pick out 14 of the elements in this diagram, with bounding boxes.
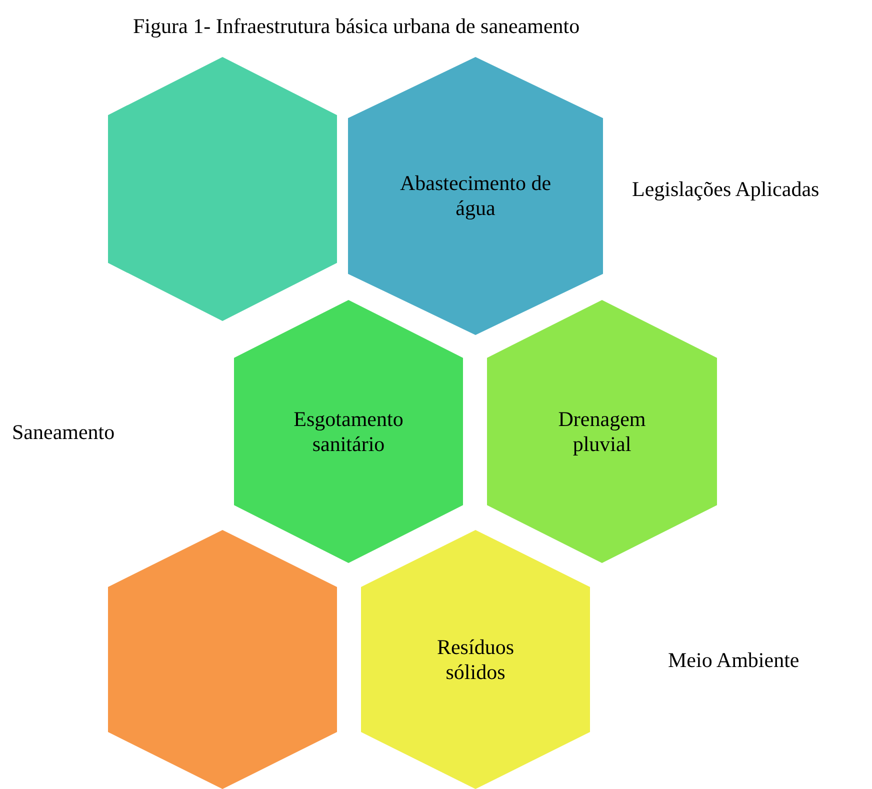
hexagon-tile xyxy=(234,300,463,563)
category-label: Meio Ambiente xyxy=(668,648,800,673)
tile-label: Abastecimento de água xyxy=(399,171,552,221)
category-label: Saneamento xyxy=(12,420,115,445)
tile-label: Drenagem pluvial xyxy=(557,406,647,456)
hexagon-tile xyxy=(487,300,717,563)
hexagon-tile xyxy=(348,57,603,335)
hexagon-tile xyxy=(108,530,337,789)
figure-title: Figura 1- Infraestrutura básica urbana de saneamento xyxy=(133,14,580,39)
category-label: Legislações Aplicadas xyxy=(632,177,820,202)
tile-label: Esgotamento sanitário xyxy=(292,406,404,456)
hexagon-tile xyxy=(108,57,337,321)
tile-label: Resíduos sólidos xyxy=(436,634,515,684)
hexagon-tile xyxy=(361,530,590,789)
